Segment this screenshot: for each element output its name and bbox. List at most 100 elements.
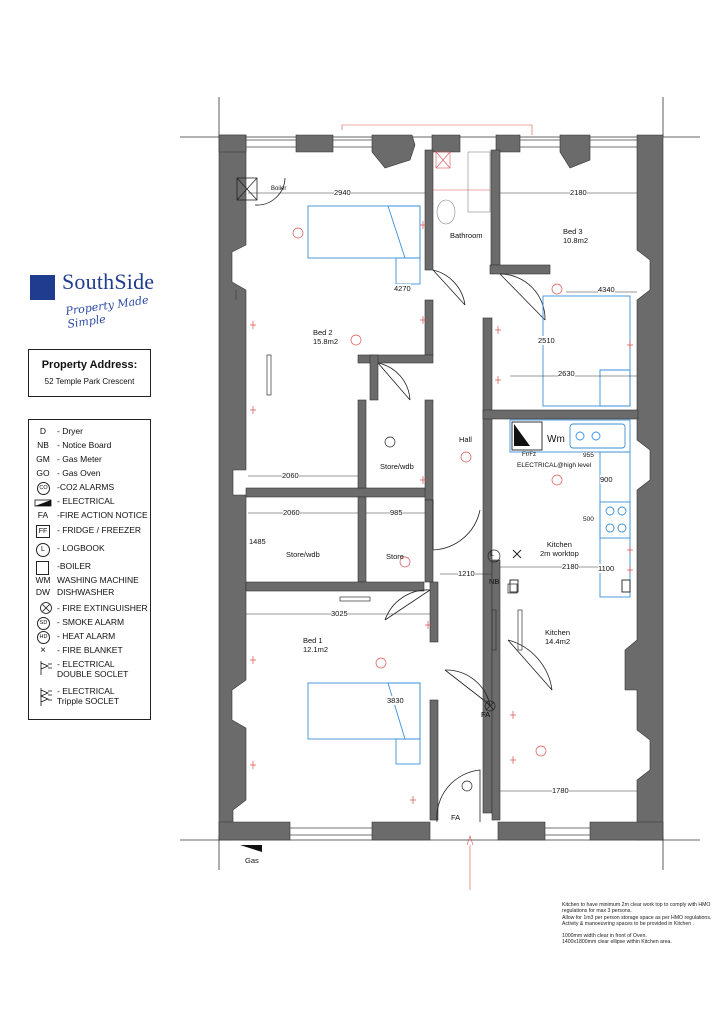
dim-2510: 2510 [538,336,555,345]
legend-code: GO [36,468,50,478]
double-socket-icon [40,661,52,675]
room-bathroom: Bathroom [450,231,483,240]
regulation-notes: Kitchen to have minimum 2m clear work to… [562,902,712,950]
legend-item: - ELECTRICAL [29,496,150,510]
legend-code: NB [37,440,49,450]
heat-alarm-icon: HD [37,631,50,644]
dim-985: 985 [390,508,403,517]
gas-meter-symbol [240,845,262,852]
legend-label: - ELECTRICAL Tripple SOCLET [57,686,120,706]
annotation-lines [341,124,533,890]
radiators [266,354,523,651]
washing-machine-marker [514,424,530,446]
legend-item: D - Dryer [29,426,150,440]
dim-1210: 1210 [458,569,475,578]
legend-label: - FRIDGE / FREEZER [57,525,142,535]
legend-label: - HEAT ALARM [57,631,116,641]
boiler-symbol [236,177,258,201]
bed2-frame [307,205,421,259]
walls [218,134,664,841]
logo-square-icon [30,275,55,300]
legend-item: - ELECTRICAL Tripple SOCLET [29,686,150,712]
frfz-label: Fr/Fz [522,452,536,458]
legend-item: L - LOGBOOK [29,543,150,557]
legend-label: WASHING MACHINE [57,575,139,585]
legend-label: - FIRE BLANKET [57,645,123,655]
dim-4270: 4270 [394,284,411,293]
legend-item: × - FIRE BLANKET [29,645,150,659]
smoke-detectors [384,436,473,792]
room-store-wdb-2: Store/wdb [286,550,320,559]
room-area: 2m worktop [540,549,579,558]
gas-label: Gas [245,856,259,865]
room-name: Bed 2 [313,328,333,337]
note-paragraph: Kitchen to have minimum 2m clear work to… [562,902,712,928]
room-name: Bed 1 [303,636,323,645]
brand-tagline: Property Made Simple [64,293,150,331]
dim-2180-top: 2180 [570,188,587,197]
fa-front-label: FA [451,813,461,822]
dim-4340: 4340 [598,285,615,294]
legend: D - Dryer NB - Notice Board GM - Gas Met… [28,419,151,720]
triple-socket-icon [39,688,52,706]
worktop-top [509,419,631,453]
dim-2060-b: 2060 [283,508,300,517]
room-store-wdb-1: Store/wdb [380,462,414,471]
address-box: Property Address: 52 Temple Park Crescen… [28,349,151,397]
smoke-alarm-icon: SD [37,617,50,630]
fire-blanket-symbol [512,549,522,559]
legend-item: - ELECTRICAL DOUBLE SOCLET [29,659,150,683]
legend-label: - Gas Meter [57,454,102,464]
room-kitchen: Kitchen 14.4m2 [545,628,570,646]
kitchen-fittings [509,419,631,598]
legend-code: WM [35,575,51,585]
room-bed2: Bed 2 15.8m2 [313,328,338,346]
kitchen-worktop-note: Kitchen 2m worktop [540,540,579,558]
legend-item: FF - FRIDGE / FREEZER [29,525,150,539]
room-area: 12.1m2 [303,645,329,654]
legend-item: - FIRE EXTINGUISHER [29,602,150,617]
legend-code: DW [35,587,51,597]
legend-item: CO -CO2 ALARMS [29,482,150,496]
legend-label: - LOGBOOK [57,543,105,553]
bed1-frame [307,682,421,740]
dim-2060-a: 2060 [282,471,299,480]
legend-item: GO - Gas Oven [29,468,150,482]
fa-hall-label: FA [481,710,491,719]
dim-2940: 2940 [334,188,351,197]
dim-500: 500 [583,516,594,523]
legend-label: - SMOKE ALARM [57,617,125,627]
co-alarm-icon: CO [37,482,50,495]
room-name: Kitchen [545,628,571,637]
legend-code: D [39,426,47,436]
dim-1485: 1485 [249,537,266,546]
electrical-sockets [250,221,633,804]
beds [307,205,631,765]
legend-label: DISHWASHER [57,587,115,597]
fire-extinguisher-icon [40,602,52,614]
address-title: Property Address: [41,359,138,371]
boiler-icon [36,561,49,575]
room-name: Bed 3 [563,227,583,236]
dim-2180-kitchen: 2180 [562,562,579,571]
bathroom-fittings [435,151,491,225]
boiler-label: Boiler [271,186,287,192]
legend-label: - FIRE EXTINGUISHER [57,603,148,613]
legend-item: HD - HEAT ALARM [29,631,150,645]
doors [254,177,553,823]
logbook-label: L [490,551,494,558]
legend-label: - Dryer [57,426,83,436]
fire-extinguisher-symbol [484,700,496,712]
fire-blanket-icon: × [40,645,46,656]
legend-label: - ELECTRICAL [57,496,115,506]
room-bed1: Bed 1 12.1m2 [303,636,328,654]
bed3-frame [542,295,631,407]
legend-item: WM WASHING MACHINE [29,575,150,589]
room-hall: Hall [459,435,472,444]
logbook-symbol [487,549,501,563]
electrical-icon [34,499,52,507]
logbook-icon: L [36,543,50,557]
worktop-right [599,451,631,598]
legend-item: GM - Gas Meter [29,454,150,468]
fridge-freezer-icon: FF [36,525,50,538]
